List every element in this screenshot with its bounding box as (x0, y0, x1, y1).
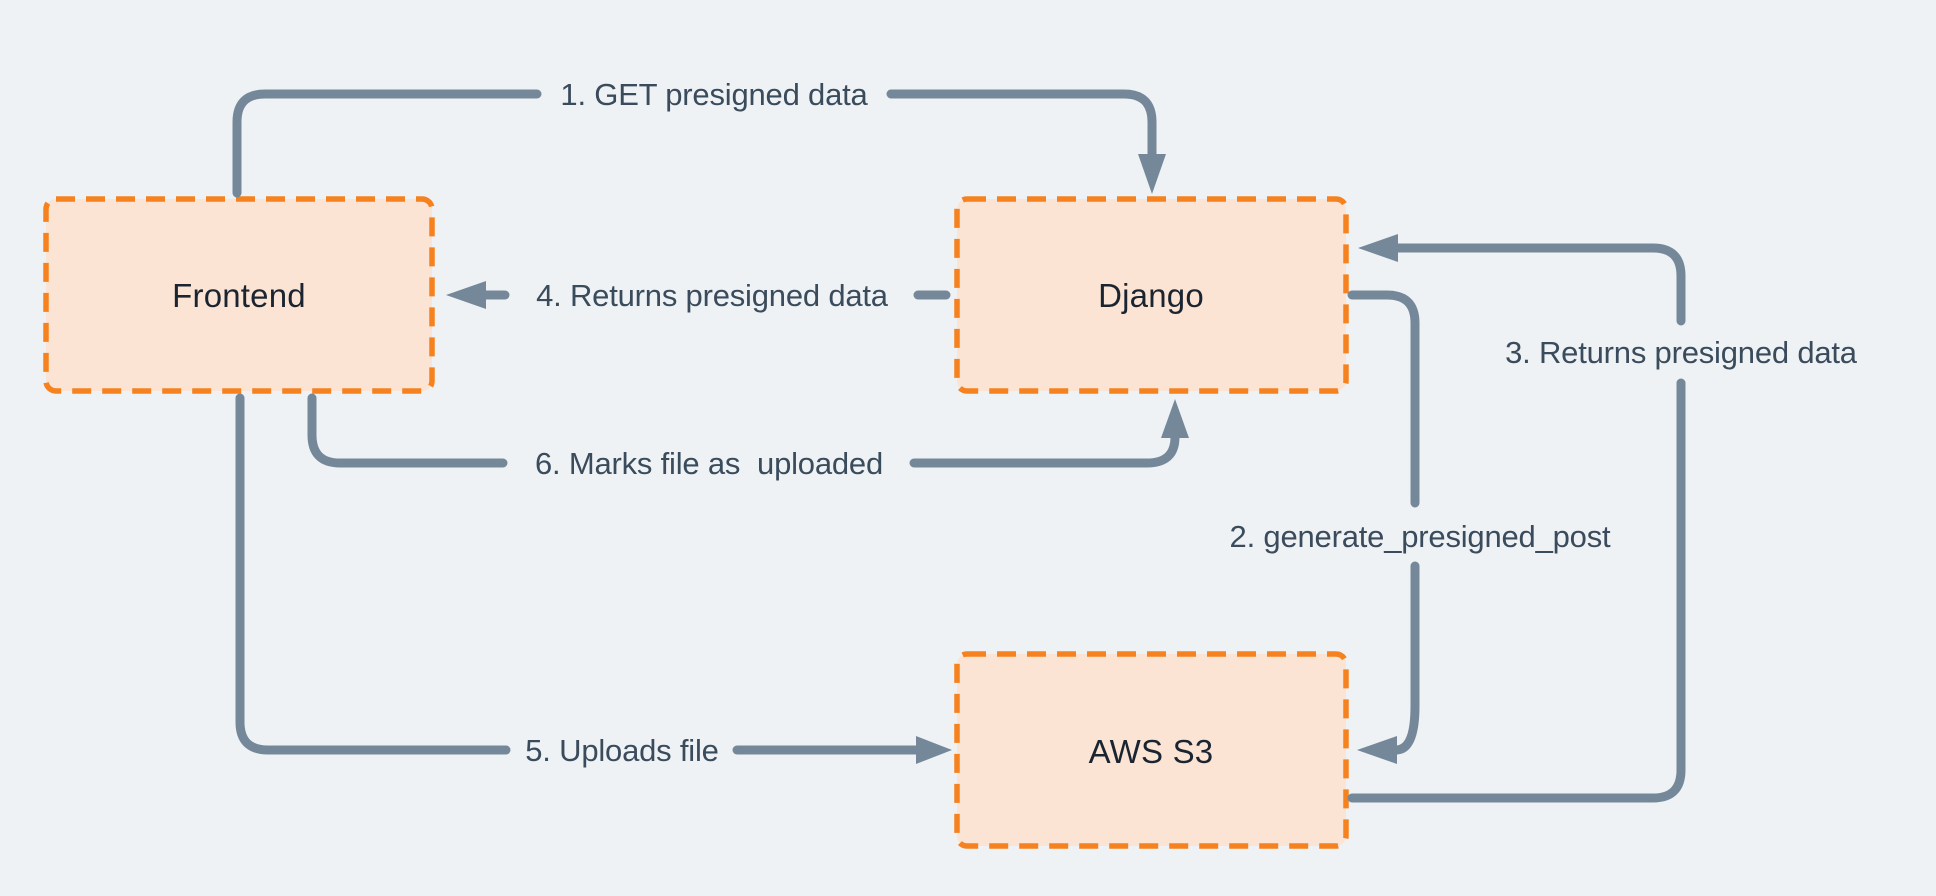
edge-2-arrowhead (1357, 736, 1397, 764)
edge-1-arrowhead (1138, 154, 1166, 194)
node-django-label: Django (1098, 277, 1204, 314)
edge-3-line-end (1391, 243, 1686, 326)
edge-2-generate-presigned-post: 2. generate_presigned_post (1230, 290, 1611, 764)
node-frontend: Frontend (43, 196, 435, 394)
edge-2-line-end (1391, 561, 1420, 755)
edge-1-line-end (886, 89, 1157, 161)
edge-3-returns-presigned-data: 3. Returns presigned data (1347, 234, 1858, 803)
edge-6-marks-file-uploaded: 6. Marks file as uploaded (307, 393, 1189, 481)
node-django-box (954, 196, 1349, 394)
node-aws-s3: AWS S3 (954, 651, 1349, 849)
node-frontend-box (43, 196, 435, 394)
node-django: Django (954, 196, 1349, 394)
edge-3-label: 3. Returns presigned data (1505, 335, 1858, 370)
edge-2-line-start (1347, 290, 1420, 508)
edge-6-line-start (307, 393, 508, 468)
edge-5-line-start (235, 393, 511, 755)
edge-1-get-presigned-data: 1. GET presigned data (232, 77, 1166, 198)
node-aws-s3-label: AWS S3 (1089, 733, 1214, 770)
edge-2-label: 2. generate_presigned_post (1230, 519, 1611, 554)
edge-6-arrowhead (1161, 399, 1189, 438)
edge-5-arrowhead (916, 736, 952, 764)
edge-3-line-start (1347, 378, 1686, 803)
node-frontend-label: Frontend (172, 277, 306, 314)
edge-4-label: 4. Returns presigned data (536, 278, 889, 313)
edge-6-label: 6. Marks file as uploaded (535, 446, 883, 481)
edge-4-arrowhead (446, 281, 486, 309)
edge-6-line-end (909, 432, 1180, 468)
edge-5-uploads-file: 5. Uploads file (235, 393, 952, 768)
edge-4-returns-presigned-data: 4. Returns presigned data (446, 278, 951, 313)
edge-5-label: 5. Uploads file (525, 733, 718, 768)
node-aws-s3-box (954, 651, 1349, 849)
edge-1-label: 1. GET presigned data (560, 77, 868, 112)
edge-1-line-start (232, 89, 542, 198)
edge-3-arrowhead (1358, 234, 1398, 262)
